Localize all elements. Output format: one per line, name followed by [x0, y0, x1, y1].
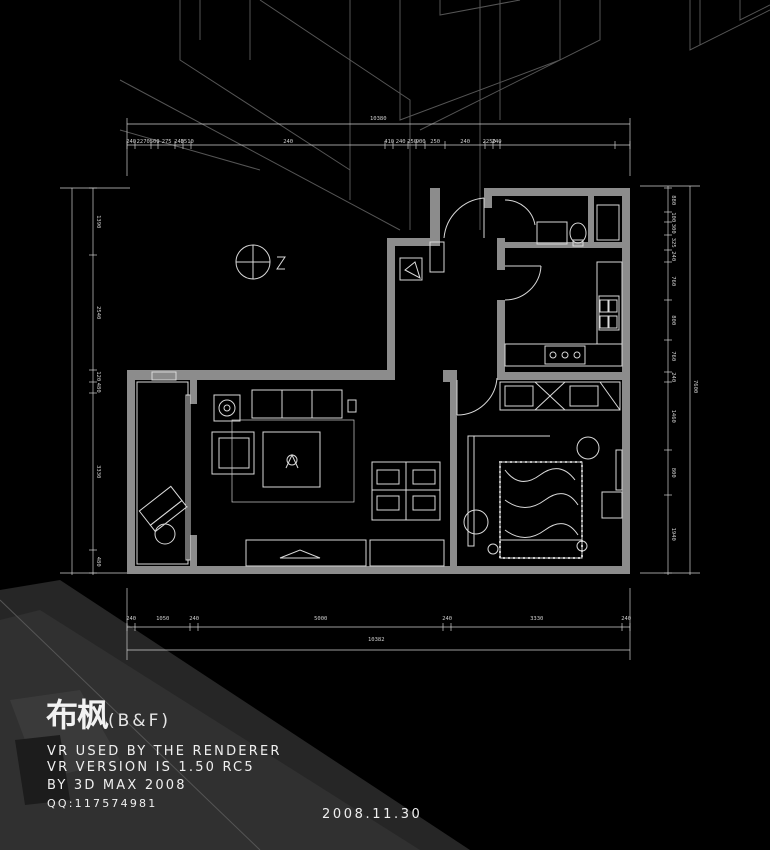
dim-left-label: 3330: [95, 465, 101, 478]
dim-right-label: 800: [670, 468, 676, 478]
background-wireframe: [119, 0, 770, 231]
dim-bottom-overall: 10382: [368, 637, 385, 643]
dim-left-label: 480: [95, 557, 101, 567]
right-dimensions: 7600 880 100 300 325 240 760 800 760 240 1460 800 1…: [640, 185, 700, 575]
dim-top-label: 410: [384, 139, 394, 145]
info-line-renderer: VR USED BY THE RENDERER: [47, 744, 282, 759]
dim-top-label: 3510: [181, 139, 194, 145]
left-dimensions: 1390 2540 120 480 3330 480: [60, 187, 130, 575]
bottom-dimensions: 10382 240 1050 240 5000 240 3330 240: [126, 588, 631, 660]
furniture: [136, 204, 623, 567]
dim-left-label: 1390: [95, 215, 101, 228]
brand-logo: 布枫(B&F): [46, 690, 171, 736]
dim-top-label: 250: [430, 139, 440, 145]
dim-top-overall: 10380: [370, 116, 387, 122]
dim-bottom-label: 5000: [314, 616, 327, 622]
dim-top-label: 240: [492, 139, 502, 145]
drawing-date: 2008.11.30: [322, 807, 423, 822]
dim-top-label: 500: [150, 139, 160, 145]
dim-bottom-label: 240: [621, 616, 631, 622]
dim-right-label: 1940: [670, 528, 676, 541]
dim-right-label: 760: [670, 351, 676, 361]
dim-left-label: 120: [95, 371, 101, 381]
info-line-qq: QQ:117574981: [47, 797, 158, 810]
dim-top-label: 250: [407, 139, 417, 145]
info-line-software: BY 3D MAX 2008: [47, 778, 187, 793]
dim-top-label: 240: [396, 139, 406, 145]
dim-top-label: 900: [416, 139, 426, 145]
dim-right-label: 240: [670, 251, 676, 261]
dim-top-label: 275: [162, 139, 172, 145]
brand-name-cn: 布枫: [46, 696, 109, 734]
dim-right-label: 240: [670, 372, 676, 382]
render-corner-panel: [0, 580, 470, 850]
dim-bottom-label: 240: [442, 616, 452, 622]
dim-top-label: 2270: [137, 139, 150, 145]
dim-right-label: 1460: [670, 410, 676, 423]
info-line-version: VR VERSION IS 1.50 RC5: [47, 760, 255, 775]
dim-right-label: 325: [670, 238, 676, 248]
dim-top-label: 240: [174, 139, 184, 145]
dim-right-label: 100: [670, 212, 676, 222]
brand-name-en: (B&F): [108, 711, 171, 731]
dim-bottom-label: 3330: [530, 616, 543, 622]
doors: [443, 197, 542, 416]
dim-right-overall: 7600: [692, 380, 698, 393]
dim-right-label: 300: [670, 224, 676, 234]
dim-top-label: 240: [460, 139, 470, 145]
dim-bottom-label: 1050: [156, 616, 169, 622]
dim-bottom-label: 240: [189, 616, 199, 622]
dim-top-label: 2250: [483, 139, 496, 145]
dim-left-label: 2540: [95, 306, 101, 319]
dim-right-label: 760: [670, 276, 676, 286]
dim-right-label: 800: [670, 315, 676, 325]
dim-right-label: 880: [670, 195, 676, 205]
dim-left-label: 480: [95, 383, 101, 393]
dim-bottom-label: 240: [126, 616, 136, 622]
walls: [127, 188, 630, 574]
dim-top-label: 240: [283, 139, 293, 145]
dim-top-label: 240: [126, 139, 136, 145]
